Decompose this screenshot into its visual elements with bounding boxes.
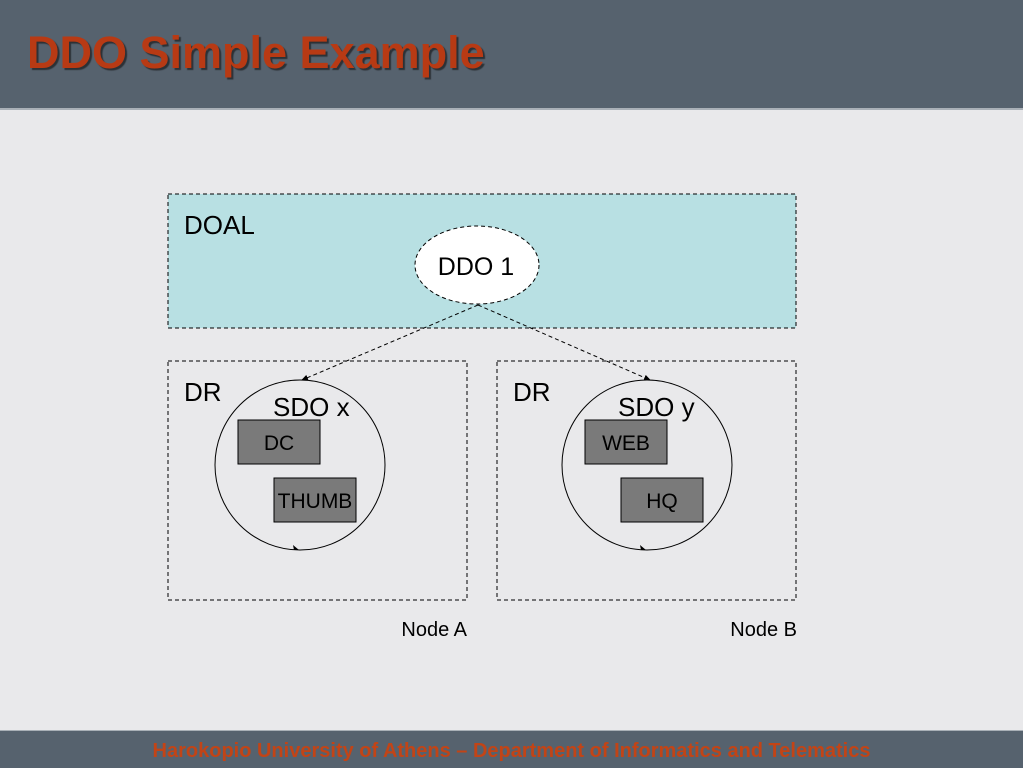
header-bar: DDO Simple Example <box>0 0 1023 110</box>
footer-bar: Harokopio University of Athens – Departm… <box>0 730 1023 768</box>
sdo-circle-y <box>561 379 733 551</box>
node-b-label: Node B <box>730 619 797 641</box>
circle-arrow-tip-y <box>640 545 646 550</box>
thumb-box-label: THUMB <box>278 490 353 513</box>
slide-title: DDO Simple Example <box>27 27 485 78</box>
ddo-label: DDO 1 <box>438 253 514 281</box>
node-a-label: Node A <box>401 619 467 641</box>
thumb-box <box>273 477 357 523</box>
arrow-ddo-to-sdo-y <box>477 304 651 381</box>
web-box-label: WEB <box>602 432 650 455</box>
footer-text: Harokopio University of Athens – Departm… <box>152 740 871 762</box>
dr-label-node-a: DR <box>184 377 222 407</box>
dc-box <box>237 419 321 465</box>
dr-region-node-a <box>167 360 468 601</box>
dc-box-label: DC <box>264 432 294 455</box>
doal-label: DOAL <box>184 210 255 240</box>
arrow-ddo-to-sdo-x <box>301 304 479 381</box>
sdo-label-y: SDO y <box>618 392 695 422</box>
circle-arrow-tip-x <box>293 545 299 550</box>
dr-region-node-b <box>496 360 797 601</box>
dr-label-node-b: DR <box>513 377 551 407</box>
hq-box-label: HQ <box>646 490 678 513</box>
web-box <box>584 419 668 465</box>
ddo-ellipse <box>414 225 540 305</box>
sdo-circle-x <box>214 379 386 551</box>
hq-box <box>620 477 704 523</box>
sdo-label-x: SDO x <box>273 392 350 422</box>
